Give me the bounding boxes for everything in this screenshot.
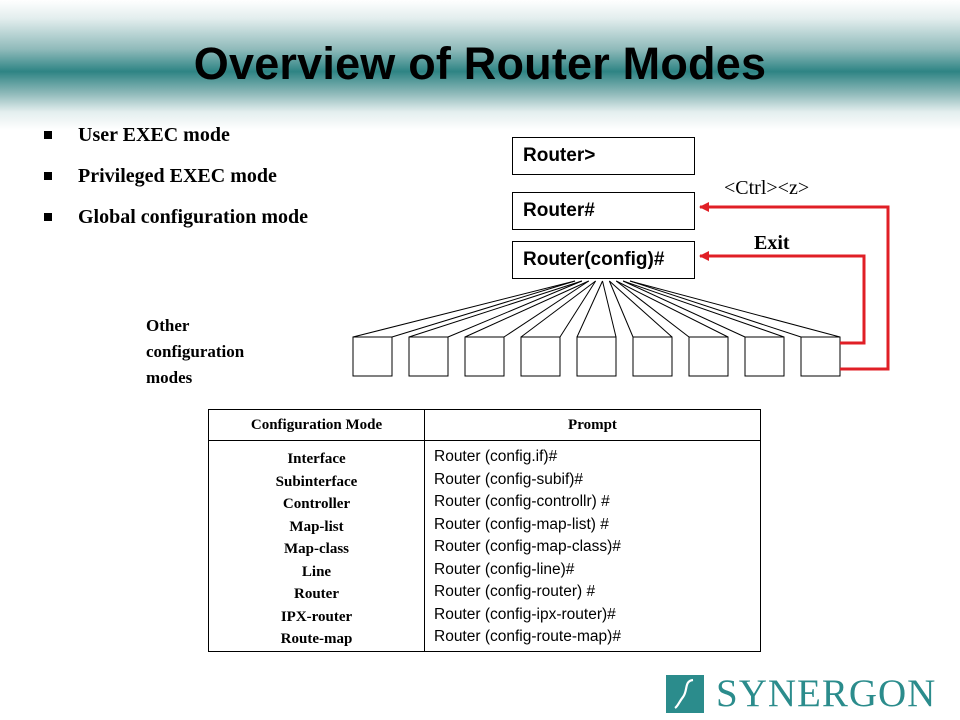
submode-box (520, 336, 561, 377)
prompt-cell: Router (config-map-class)# (434, 538, 621, 555)
prompt-cell: Router (config-map-list) # (434, 515, 609, 533)
bullet-item: Privileged EXEC mode (44, 164, 308, 205)
bullet-text: User EXEC mode (78, 124, 230, 146)
table-divider (424, 410, 425, 651)
exit-label: Exit (754, 232, 790, 254)
fan-line (503, 280, 590, 338)
other-modes-line: configuration (146, 342, 245, 361)
user-exec-prompt-box: Router> (512, 137, 695, 175)
ctrl-z-return-arrow (699, 202, 890, 371)
global-config-prompt-box: Router(config)# (512, 241, 695, 279)
other-modes-line: Other (146, 316, 190, 335)
privileged-exec-prompt-box: Router# (512, 192, 695, 230)
bullet-text: Global configuration mode (78, 206, 309, 228)
prompt-column: Router (config.if)# Router (config-subif… (434, 446, 754, 649)
submode-fan-lines (352, 280, 841, 338)
mode-cell: Interface (287, 451, 346, 467)
mode-column: Interface Subinterface Controller Map-li… (209, 448, 424, 651)
fan-line (447, 280, 583, 338)
fan-line (520, 280, 596, 338)
mode-cell: Subinterface (275, 473, 358, 490)
submode-box (632, 336, 673, 377)
synergon-logo-icon (666, 675, 704, 713)
fan-line (608, 280, 634, 338)
fan-line (622, 280, 785, 338)
mode-cell: Map-class (284, 541, 349, 557)
fan-line (616, 280, 729, 338)
fan-line (559, 280, 597, 338)
fan-line (391, 280, 576, 338)
title-band (0, 0, 960, 130)
fan-line (615, 280, 690, 338)
table-header-divider (209, 440, 760, 441)
submode-box (688, 336, 729, 377)
submode-box (464, 336, 505, 377)
synergon-logo-text: SYNERGON (716, 672, 937, 715)
prompt-cell: Router (config-subif)# (434, 470, 584, 488)
prompt-cell: Router (config-route-map)# (434, 628, 621, 645)
submode-box (744, 336, 785, 377)
config-mode-table: Configuration Mode Prompt Interface Subi… (208, 409, 761, 652)
mode-cell: Route-map (280, 631, 353, 647)
exit-return-arrow (699, 251, 866, 345)
mode-cell: Router (294, 586, 339, 602)
fan-line (352, 280, 576, 338)
fan-line (622, 280, 746, 338)
mode-cell: Map-list (289, 518, 344, 535)
fan-line (602, 280, 617, 338)
table-header-prompt: Prompt (568, 417, 617, 433)
fan-line (408, 280, 583, 338)
bullet-item: Global configuration mode (44, 205, 308, 246)
submode-boxes (352, 336, 841, 377)
fan-line (629, 280, 802, 338)
prompt-cell: Router (config-router) # (434, 583, 596, 600)
mode-cell: IPX-router (280, 608, 353, 625)
prompt-cell: Router (config-controllr) # (434, 493, 610, 510)
slide-title: Overview of Router Modes (193, 38, 767, 89)
fan-line (609, 280, 673, 338)
other-modes-line: modes (146, 368, 193, 387)
prompt-cell: Router (config-line)# (434, 560, 575, 578)
prompt-cell: Router (config.if)# (434, 448, 558, 465)
other-modes-label: Other configuration modes (146, 313, 306, 391)
mode-cell: Line (301, 563, 332, 580)
submode-box (352, 336, 393, 377)
square-bullet-icon (44, 213, 52, 221)
submode-box (576, 336, 617, 377)
fan-line (464, 280, 589, 338)
bullet-item: User EXEC mode (44, 123, 308, 164)
table-header-mode: Configuration Mode (250, 417, 383, 433)
ctrl-z-label: <Ctrl><z> (724, 177, 810, 199)
square-bullet-icon (44, 172, 52, 180)
prompt-cell: Router (config-ipx-router)# (434, 605, 616, 623)
bullet-text: Privileged EXEC mode (78, 165, 277, 187)
fan-line (576, 280, 603, 338)
mode-bullet-list: User EXEC mode Privileged EXEC mode Glob… (44, 123, 308, 246)
fan-line (629, 280, 841, 338)
submode-box (408, 336, 449, 377)
submode-box (800, 336, 841, 377)
mode-cell: Controller (282, 496, 351, 512)
square-bullet-icon (44, 131, 52, 139)
